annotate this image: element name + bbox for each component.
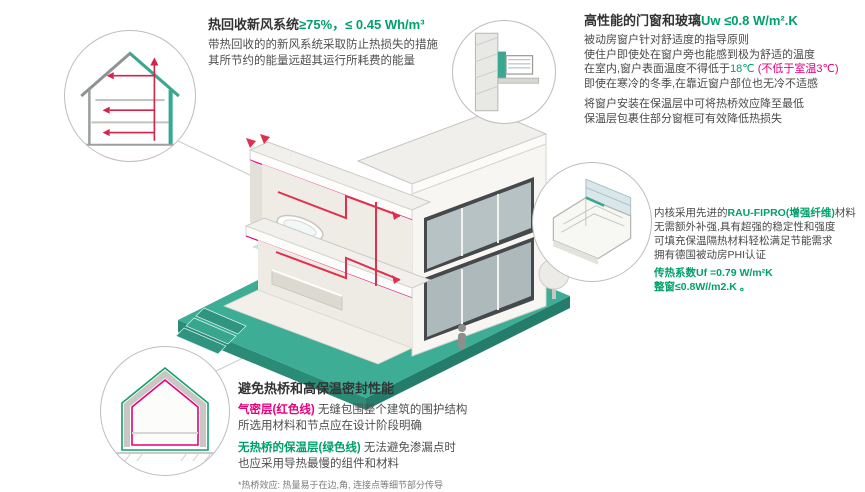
thermal-text-block: 避免热桥和高保温密封性能 气密层(红色线) 无缝包围整个建筑的围护结构 所选用材… [238, 378, 568, 492]
window-sill [497, 77, 540, 84]
window-line3-pre: 在室内,窗户表面温度不得低于 [584, 63, 731, 75]
window-line5: 将窗户安装在保温层中可将热桥效应降至最低 [584, 98, 804, 110]
gasket-line [585, 196, 605, 207]
airtight-label: 气密层(红色线) [238, 404, 315, 416]
window-line2: 使住户即使处在窗户旁也能感到极为舒适的温度 [584, 48, 815, 61]
insulation-line1: 无热桥的保温层(绿色线) 无法避免渗漏点时 [238, 440, 568, 456]
window-line6: 保温层包裹住部分窗框可有效降低热损失 [584, 112, 782, 125]
ground-floor [222, 289, 414, 365]
bathtub [276, 214, 324, 242]
ventilation-title-value: ≥75%，≤ 0.45 Wh/m³ [299, 17, 425, 32]
cutaway-interior [222, 141, 432, 365]
window-line3: 在室内,窗户表面温度不得低于18℃ (不低于室温3℃) [584, 62, 862, 77]
ventilation-ducts [246, 134, 401, 286]
person-figure [458, 324, 466, 349]
ventilation-title-dark: 热回收新风系统 [208, 17, 300, 32]
window-line3-temp: 18℃ [730, 63, 755, 75]
ventilation-body-line1: 带热回收的的新风系统采取防止热损失的措施 [208, 39, 438, 51]
profile-line1: 内核采用先进的RAU-FIPRO(增强纤维)材料 [654, 206, 865, 220]
air-flow-arrows [102, 57, 159, 137]
insulation-rest: 无法避免渗漏点时 [360, 442, 456, 454]
ventilation-detail-circle [64, 30, 196, 162]
insulation-block [497, 51, 507, 79]
window-line4: 即使在寒冷的冬季,在靠近窗户部位也无冷不适感 [584, 77, 819, 90]
airtight-line2: 所选用材料和节点应在设计阶段明确 [238, 420, 422, 432]
thermal-title: 避免热桥和高保温密封性能 [238, 381, 395, 396]
window-title-dark: 高性能的门窗和玻璃 [584, 13, 702, 28]
profile-line1-material: RAU-FIPRO(增强纤维) [727, 207, 835, 219]
profile-uw-value: 整窗≤0.8W//m2.K 。 [654, 281, 751, 293]
window-install-drawing [474, 32, 540, 112]
ventilation-text-block: 热回收新风系统≥75%，≤ 0.45 Wh/m³ 带热回收的的新风系统采取防止热… [208, 14, 518, 69]
insulation-green-line [121, 366, 209, 451]
thermal-envelope-circle [100, 346, 230, 476]
profile-line4: 拥有德国被动房PHI认证 [654, 249, 767, 261]
window-profile-circle [532, 162, 652, 282]
window-install-circle [452, 20, 556, 124]
airtight-line1: 气密层(红色线) 无缝包围整个建筑的围护结构 [238, 402, 568, 418]
window-title-value: Uw ≤0.8 W/m².K [701, 13, 798, 28]
ventilation-body-line2: 其所节约的能量远超其运行所耗费的能量 [208, 55, 415, 67]
profile-line1-post: 材料 [834, 207, 856, 219]
profile-line2: 无需额外补强,具有超强的稳定性和强度 [654, 221, 836, 233]
profile-text-block: 内核采用先进的RAU-FIPRO(增强纤维)材料 无需额外补强,具有超强的稳定性… [654, 206, 865, 294]
house-illustration [175, 110, 570, 410]
ventilation-title: 热回收新风系统≥75%，≤ 0.45 Wh/m³ [208, 14, 518, 33]
window-text-block: 高性能的门窗和玻璃Uw ≤0.8 W/m².K 被动房窗户针对舒适度的指导原则 … [584, 10, 862, 126]
duct-lines [109, 65, 156, 141]
window-line1: 被动房窗户针对舒适度的指导原则 [584, 34, 749, 46]
thermal-envelope-drawing [112, 366, 217, 462]
airtight-pink-line [131, 378, 199, 446]
glazed-facade [411, 143, 547, 357]
profile-line1-pre: 内核采用先进的 [654, 207, 728, 219]
window-profile-drawing [552, 178, 632, 265]
window-title: 高性能的门窗和玻璃Uw ≤0.8 W/m².K [584, 10, 862, 29]
garden-stairs [175, 307, 247, 355]
profile-u-value: 传热系数Uf =0.79 W/m²K [654, 267, 773, 279]
insulation-line2: 也应采用导热最慢的组件和材料 [238, 458, 399, 470]
airtight-rest: 无缝包围整个建筑的围护结构 [314, 404, 468, 416]
window-line3-note: (不低于室温3℃) [754, 63, 839, 75]
insulation-label: 无热桥的保温层(绿色线) [238, 442, 361, 454]
wall-section [124, 370, 206, 447]
thermal-footnote: *热桥效应: 热量易于在边,角, 连接点等细节部分传导 [238, 480, 444, 490]
profile-line3: 可填充保温隔热材料轻松满足节能需求 [654, 235, 833, 247]
ventilation-section-drawing [80, 51, 180, 146]
